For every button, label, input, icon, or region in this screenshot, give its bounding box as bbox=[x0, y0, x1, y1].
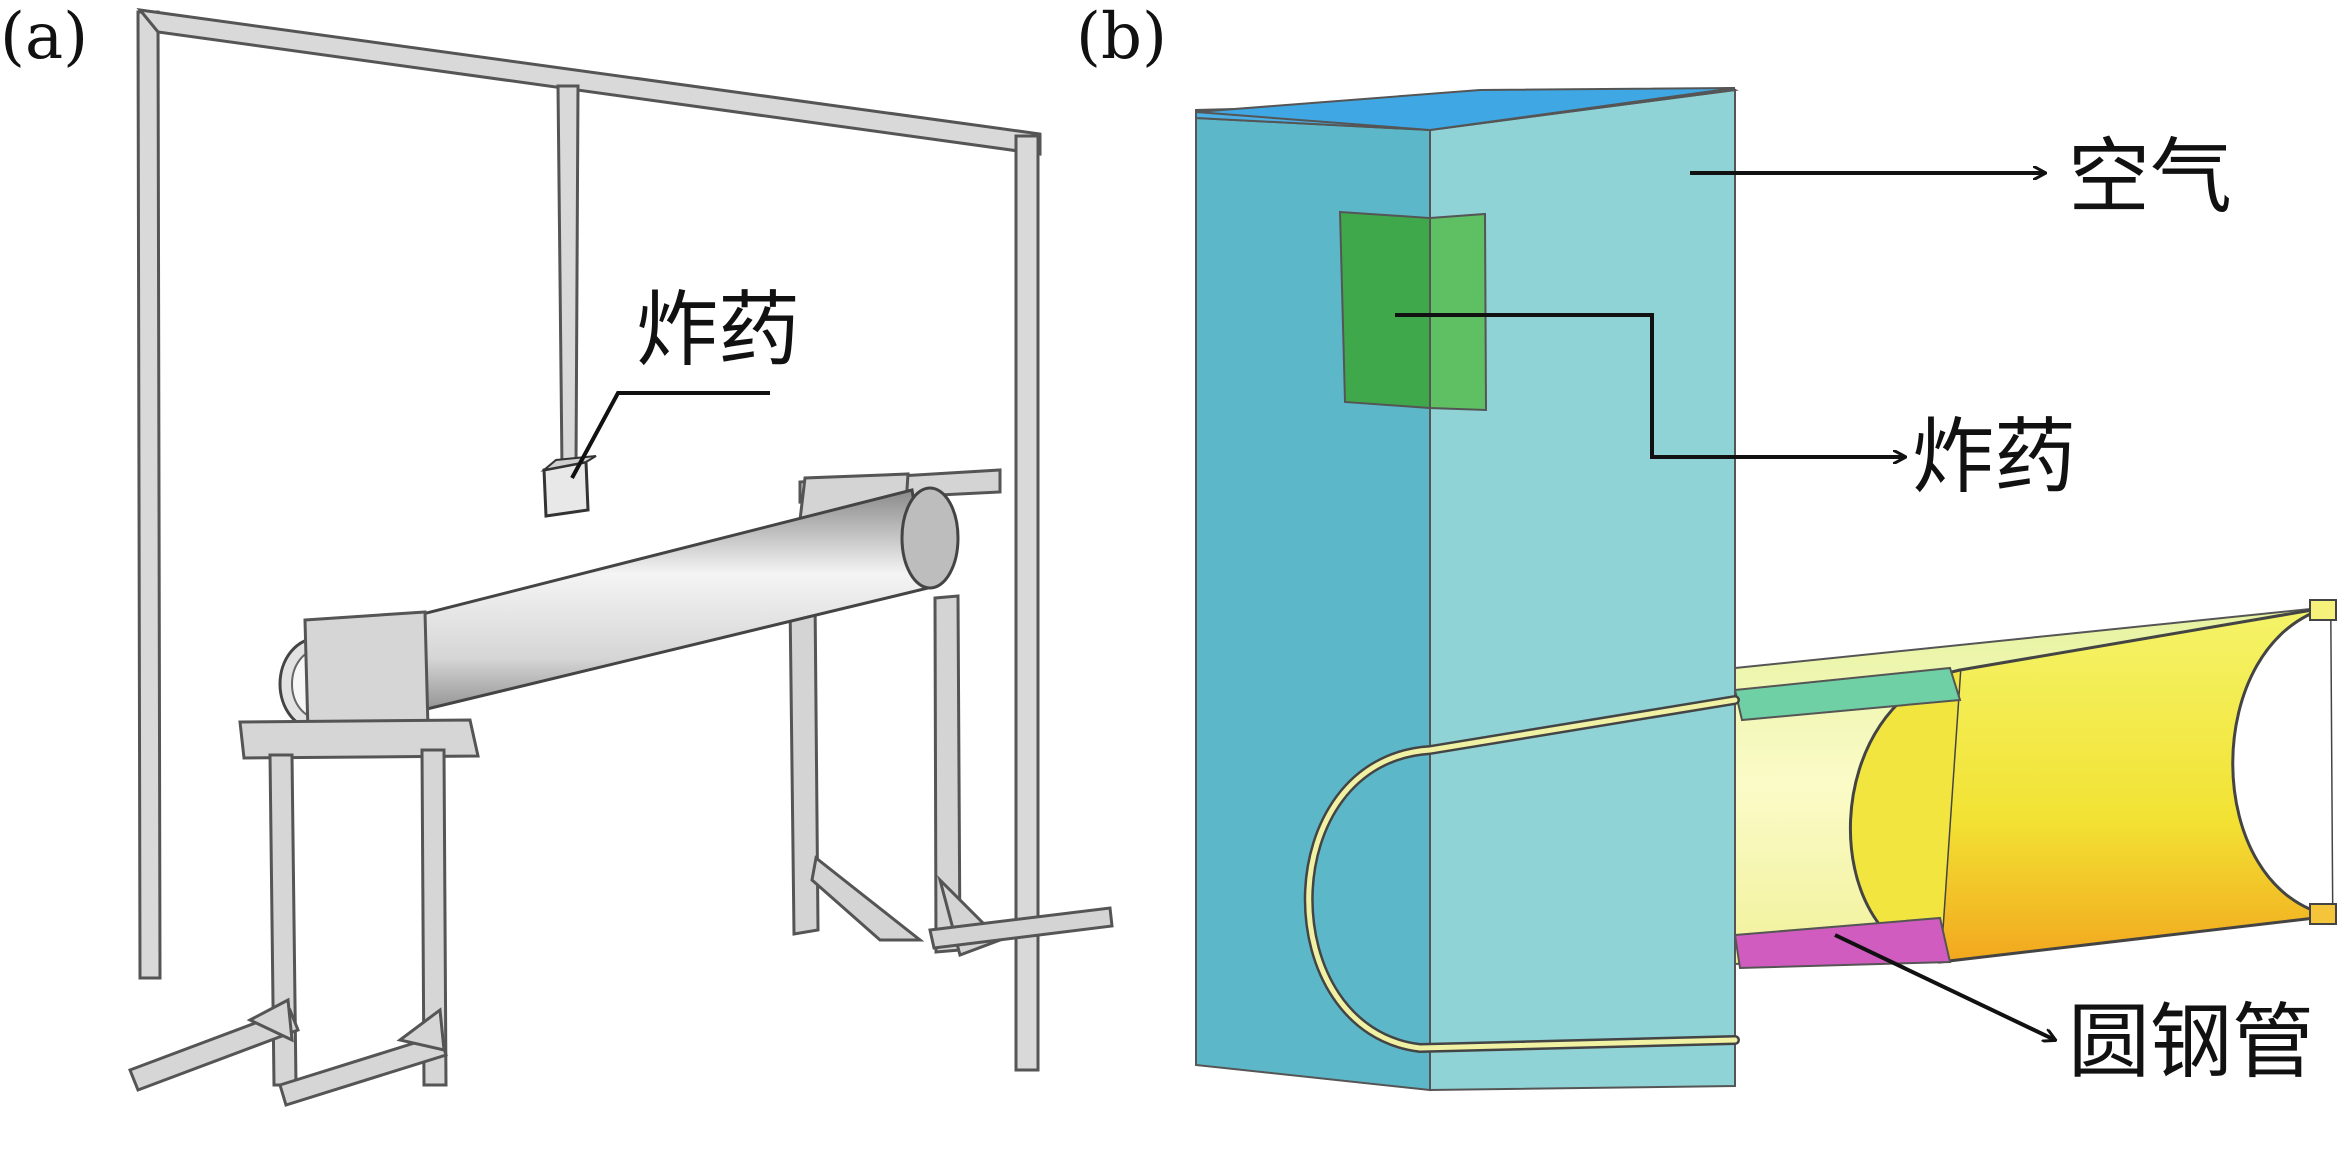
frame-top-beam bbox=[136, 7, 1042, 156]
explosive-charge-b bbox=[1338, 210, 1488, 412]
explosive-arrow-b bbox=[1395, 313, 1905, 457]
explosive-charge bbox=[540, 455, 597, 518]
explosive-label-b: 炸药 bbox=[1912, 410, 2076, 505]
air-label: 空气 bbox=[2068, 130, 2232, 225]
panel-a-tag: (a) bbox=[0, 0, 88, 74]
panel-b-tag: (b) bbox=[1076, 0, 1167, 74]
explosive-leader-line-a bbox=[570, 391, 770, 479]
tube-arrow bbox=[1834, 933, 2055, 1040]
explosive-label-a: 炸药 bbox=[636, 283, 800, 378]
near-support bbox=[128, 610, 480, 1107]
hanging-rod bbox=[556, 84, 580, 470]
far-support bbox=[788, 468, 1114, 957]
frame-right-post bbox=[1014, 134, 1040, 1072]
steel-tube-model bbox=[1733, 599, 2337, 970]
panel-a: (a) 炸药 bbox=[0, 0, 1114, 1107]
tube-label: 圆钢管 bbox=[2068, 995, 2314, 1090]
panel-b: (b) 空气 bbox=[1076, 0, 2337, 1092]
frame-left-post bbox=[136, 10, 162, 980]
test-frame bbox=[136, 7, 1042, 1072]
